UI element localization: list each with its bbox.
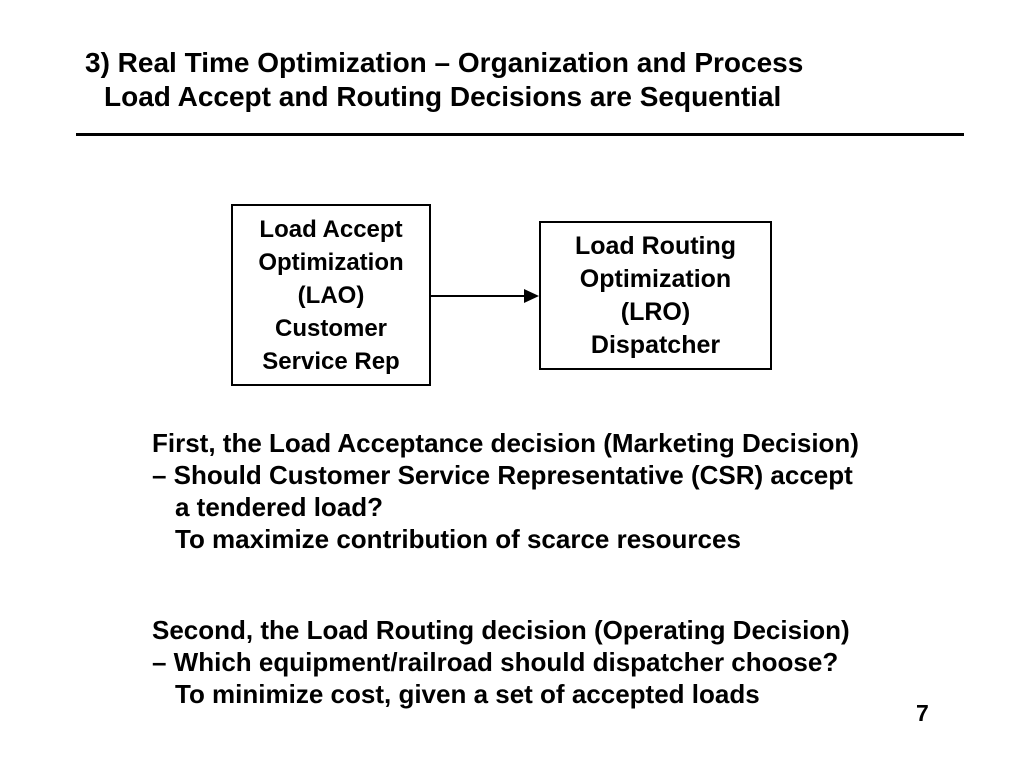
lro-box-line: Load Routing (574, 231, 737, 260)
paragraph-line: a tendered load? (175, 492, 384, 522)
title-line-2: Load Accept and Routing Decisions are Se… (104, 81, 782, 112)
paragraph-line: Second, the Load Routing decision (Opera… (152, 615, 850, 645)
slide-title: 3) Real Time Optimization – Organization… (85, 46, 803, 114)
flow-arrow-icon (429, 289, 539, 303)
lro-box-line: (LRO) (620, 297, 691, 326)
paragraph-line: To minimize cost, given a set of accepte… (175, 679, 760, 709)
lao-box-line: Service Rep (262, 347, 400, 375)
paragraph-line: First, the Load Acceptance decision (Mar… (152, 428, 859, 458)
lao-box-line: Customer (274, 314, 388, 342)
paragraph-second-decision: Second, the Load Routing decision (Opera… (152, 614, 850, 710)
paragraph-line: – Should Customer Service Representative… (152, 460, 853, 490)
paragraph-first-decision: First, the Load Acceptance decision (Mar… (152, 427, 859, 555)
paragraph-line: To maximize contribution of scarce resou… (175, 524, 741, 554)
lao-box: Load Accept Optimization (LAO) Customer … (231, 204, 431, 386)
lao-box-line: Optimization (258, 248, 404, 276)
page-number: 7 (916, 700, 929, 726)
lao-box-line: (LAO) (297, 281, 365, 309)
paragraph-line: – Which equipment/railroad should dispat… (152, 647, 839, 677)
title-underline (76, 133, 964, 136)
lro-box-line: Optimization (579, 264, 732, 293)
lro-box-line: Dispatcher (590, 330, 721, 359)
title-line-1: 3) Real Time Optimization – Organization… (85, 47, 804, 78)
lro-box: Load Routing Optimization (LRO) Dispatch… (539, 221, 772, 370)
lao-box-line: Load Accept (259, 215, 403, 243)
